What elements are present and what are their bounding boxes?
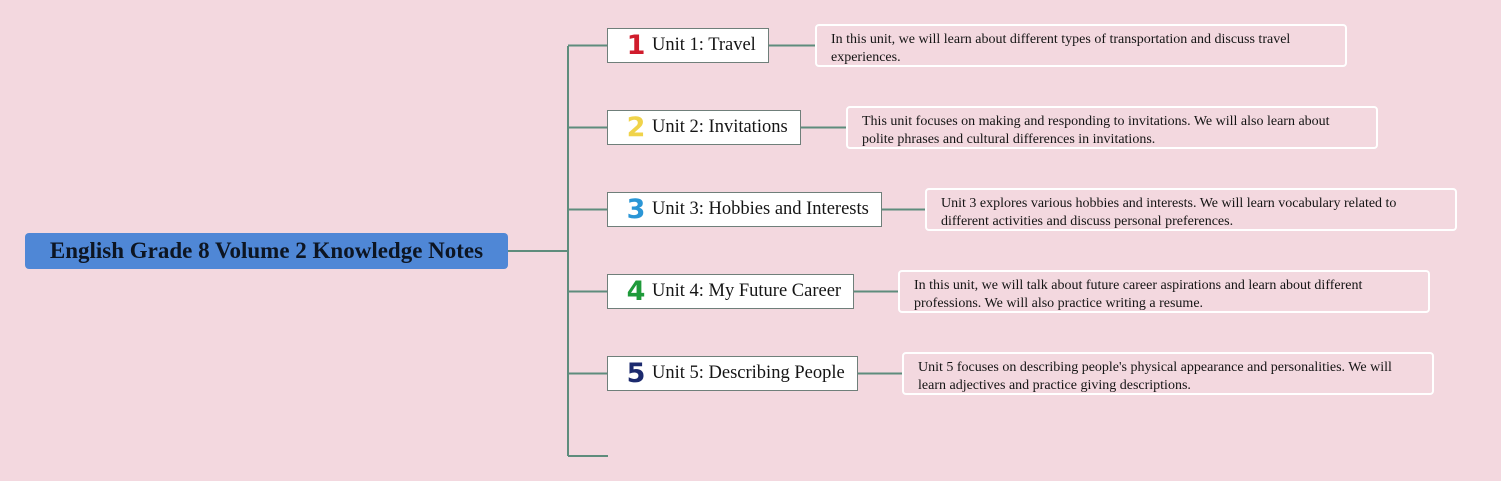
topic-unit-5[interactable]: 5 Unit 5: Describing People bbox=[607, 356, 858, 391]
number-5-icon: 5 bbox=[626, 358, 646, 389]
topic-label: Unit 3: Hobbies and Interests bbox=[652, 199, 869, 219]
number-4-icon: 4 bbox=[626, 276, 646, 307]
note-unit-4[interactable]: In this unit, we will talk about future … bbox=[898, 270, 1430, 313]
note-unit-2[interactable]: This unit focuses on making and respondi… bbox=[846, 106, 1378, 149]
topic-label: Unit 4: My Future Career bbox=[652, 281, 842, 301]
note-unit-5[interactable]: Unit 5 focuses on describing people's ph… bbox=[902, 352, 1434, 395]
number-2-icon: 2 bbox=[626, 112, 646, 143]
root-topic[interactable]: English Grade 8 Volume 2 Knowledge Notes bbox=[25, 233, 508, 269]
topic-unit-1[interactable]: 1 Unit 1: Travel bbox=[607, 28, 769, 63]
topic-label: Unit 5: Describing People bbox=[652, 363, 845, 383]
topic-label: Unit 1: Travel bbox=[652, 35, 756, 55]
number-3-icon: 3 bbox=[626, 194, 646, 225]
number-1-icon: 1 bbox=[626, 30, 646, 61]
topic-unit-3[interactable]: 3 Unit 3: Hobbies and Interests bbox=[607, 192, 882, 227]
topic-unit-4[interactable]: 4 Unit 4: My Future Career bbox=[607, 274, 855, 309]
note-unit-1[interactable]: In this unit, we will learn about differ… bbox=[815, 24, 1347, 67]
note-unit-3[interactable]: Unit 3 explores various hobbies and inte… bbox=[925, 188, 1457, 231]
topic-unit-2[interactable]: 2 Unit 2: Invitations bbox=[607, 110, 801, 145]
topic-label: Unit 2: Invitations bbox=[652, 117, 788, 137]
